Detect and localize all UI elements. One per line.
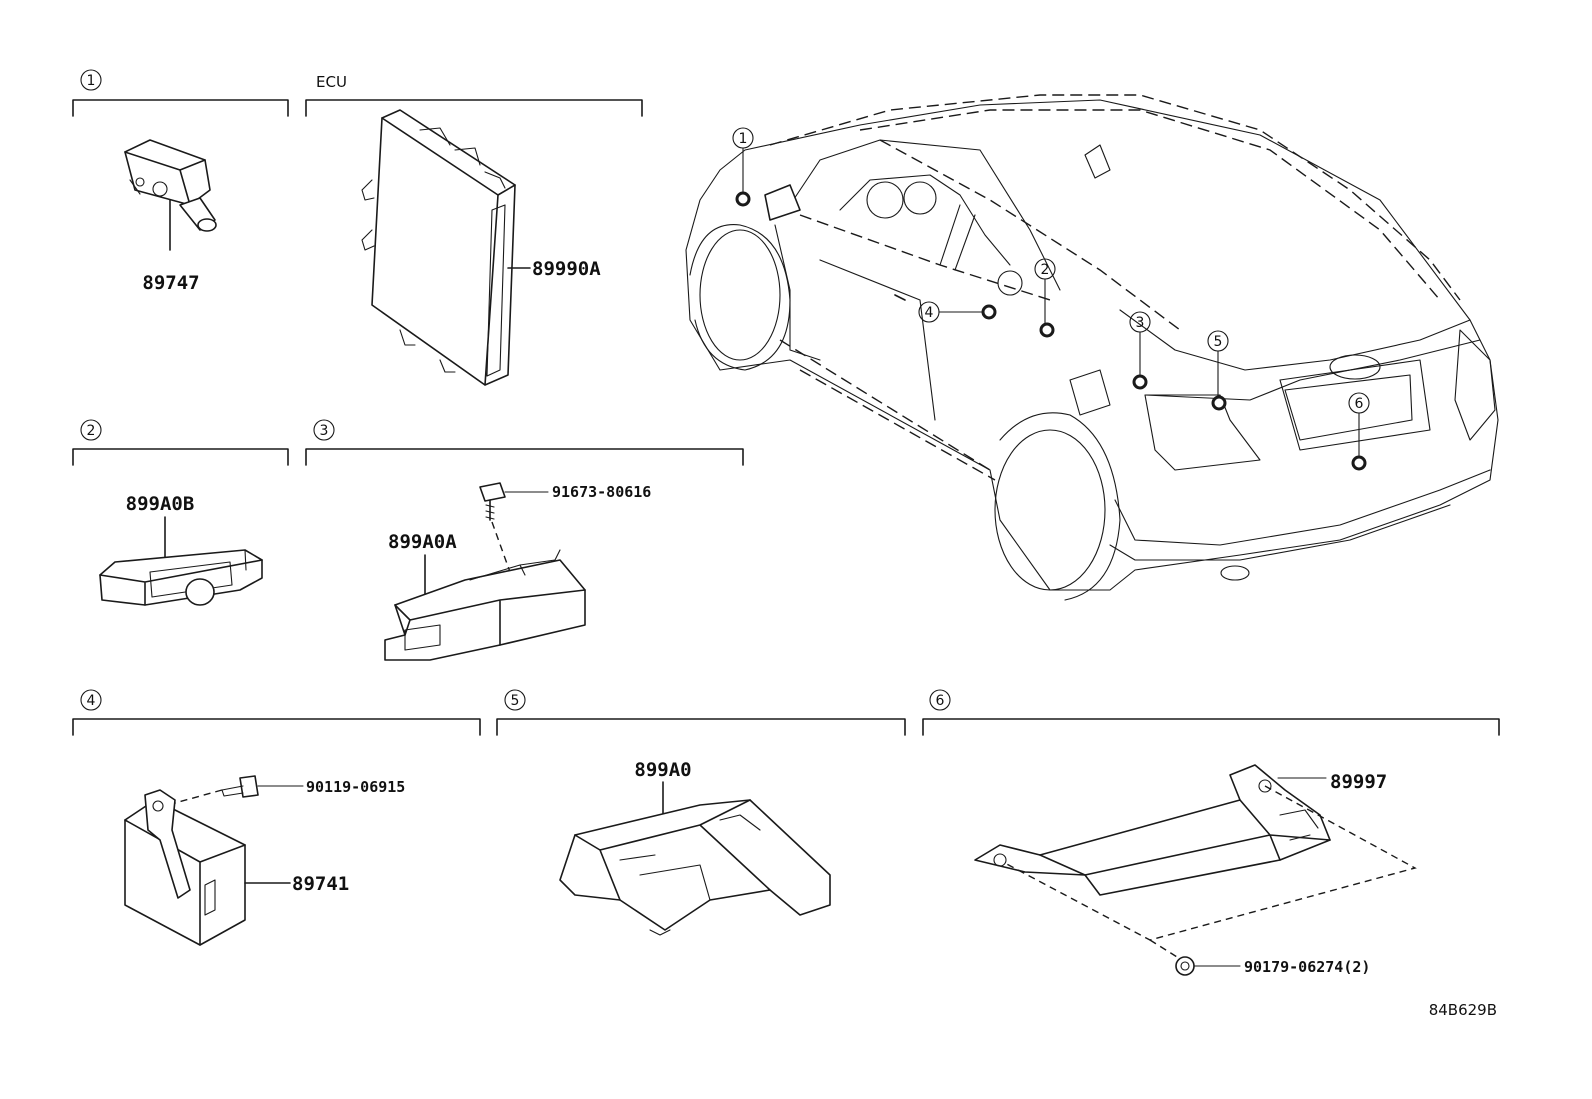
vehicle-callout-4-number: 4 xyxy=(925,305,934,321)
part-90119-06915-illustration xyxy=(221,775,259,798)
part-number-89990A: 89990A xyxy=(532,258,601,280)
part-number-90119-06915: 90119-06915 xyxy=(306,778,405,796)
section-3-number: 3 xyxy=(320,423,329,439)
vehicle-callout-4: 4 xyxy=(918,301,997,323)
part-899A0-illustration xyxy=(559,799,831,936)
vehicle-callout-6: 6 xyxy=(1348,392,1370,471)
part-89747-illustration xyxy=(124,139,217,251)
section-5-callout-circle xyxy=(504,689,526,711)
section-4-callout-circle xyxy=(80,689,102,711)
part-number-89997: 89997 xyxy=(1330,771,1387,793)
part-91673-80616-illustration xyxy=(479,482,506,521)
section-6-number: 6 xyxy=(936,693,945,709)
section-2-number: 2 xyxy=(87,423,96,439)
section-5: 5 899A0 xyxy=(496,689,906,936)
section-2-bracket xyxy=(72,448,289,466)
vehicle-callout-1-number: 1 xyxy=(739,131,748,147)
part-number-90179-06274: 90179-06274(2) xyxy=(1244,958,1370,976)
section-3: 3 91673-80616 899A0A xyxy=(305,419,744,661)
part-89990A-illustration xyxy=(361,109,516,386)
part-number-899A0B: 899A0B xyxy=(126,493,195,515)
assembly-lines-section-6 xyxy=(1002,785,1417,941)
section-3-bracket xyxy=(305,448,744,466)
section-ecu: ECU 89990A xyxy=(305,73,643,386)
vehicle-callout-2: 2 xyxy=(1034,258,1056,338)
section-1-callout-circle xyxy=(80,69,102,91)
ecu-bracket xyxy=(305,99,643,117)
part-number-89747: 89747 xyxy=(142,272,199,294)
part-899A0B-illustration xyxy=(99,549,263,606)
assembly-line-section-4 xyxy=(174,789,223,804)
vehicle-illustration xyxy=(685,94,1499,601)
vehicle-callout-6-number: 6 xyxy=(1355,396,1364,412)
section-5-number: 5 xyxy=(511,693,520,709)
vehicle-callout-5-number: 5 xyxy=(1214,334,1223,350)
section-1-bracket xyxy=(72,99,289,117)
vehicle-callout-2-number: 2 xyxy=(1041,262,1050,278)
section-1: 1 89747 xyxy=(72,69,289,294)
part-89741-illustration xyxy=(124,789,246,946)
section-6-bracket xyxy=(922,718,1500,736)
part-number-899A0: 899A0 xyxy=(634,759,691,781)
vehicle-callout-3: 3 xyxy=(1129,311,1151,390)
illustration-code: 84B629B xyxy=(1429,1001,1497,1019)
vehicle-callout-5: 5 xyxy=(1207,330,1229,411)
assembly-line-section-3 xyxy=(491,521,511,573)
section-2: 2 899A0B xyxy=(72,419,289,606)
part-89997-illustration xyxy=(974,764,1331,896)
part-number-899A0A: 899A0A xyxy=(388,531,457,553)
section-2-callout-circle xyxy=(80,419,102,441)
section-4-bracket xyxy=(72,718,481,736)
part-90179-06274-illustration xyxy=(1175,956,1195,976)
section-4-number: 4 xyxy=(87,693,96,709)
section-3-callout-circle xyxy=(313,419,335,441)
part-number-89741: 89741 xyxy=(292,873,349,895)
section-6: 6 89997 90179-06274(2) xyxy=(922,689,1500,976)
part-899A0A-illustration xyxy=(384,549,586,661)
vehicle-callout-3-number: 3 xyxy=(1136,315,1145,331)
section-4: 4 90119-06915 89741 xyxy=(72,689,481,946)
section-5-bracket xyxy=(496,718,906,736)
section-6-callout-circle xyxy=(929,689,951,711)
part-number-91673-80616: 91673-80616 xyxy=(552,483,651,501)
section-1-number: 1 xyxy=(87,73,96,89)
vehicle-callout-1: 1 xyxy=(732,127,754,207)
ecu-label: ECU xyxy=(316,73,347,91)
